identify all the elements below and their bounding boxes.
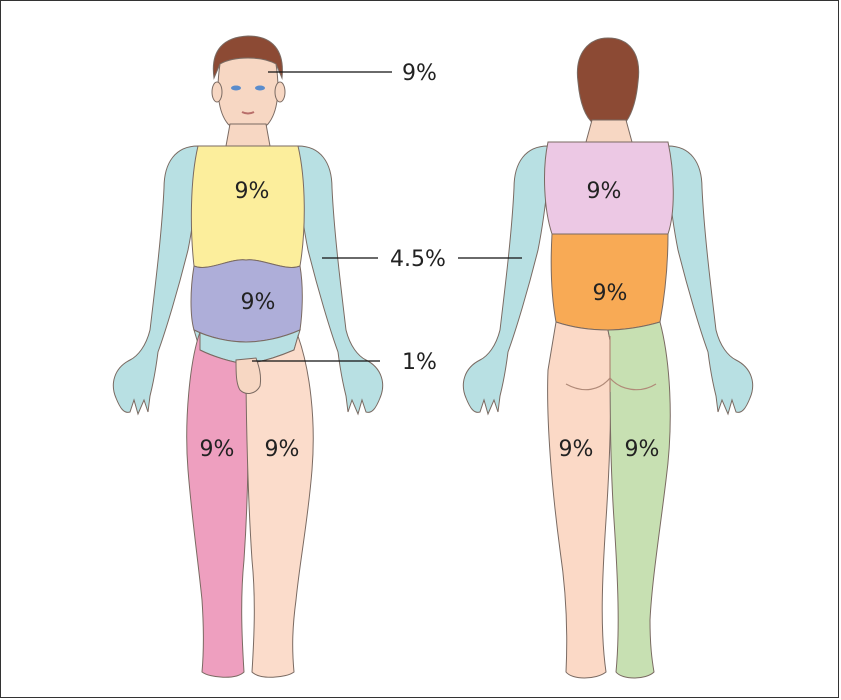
front-chest (191, 146, 304, 268)
label-back-upper: 9% (587, 179, 622, 204)
back-neck (586, 120, 632, 142)
label-front-head: 9% (402, 61, 437, 86)
label-front-chest: 9% (235, 179, 270, 204)
label-front-abdomen: 9% (241, 290, 276, 315)
label-front-arm: 4.5% (390, 247, 446, 272)
front-eye-right (231, 86, 241, 91)
label-front-genitals: 1% (402, 350, 437, 375)
front-arm-left (298, 146, 383, 414)
back-leg-right (608, 322, 670, 678)
back-arm-right (668, 146, 753, 414)
front-ear-right (212, 82, 222, 102)
front-genitals (236, 358, 261, 393)
label-front-leg-left: 9% (265, 437, 300, 462)
front-ear-left (275, 82, 285, 102)
label-front-leg-right: 9% (200, 437, 235, 462)
label-back-leg-left: 9% (559, 437, 594, 462)
label-back-lower: 9% (593, 281, 628, 306)
back-arm-left (463, 146, 548, 414)
front-arm-right (113, 146, 198, 414)
back-figure (463, 38, 752, 678)
front-head (218, 58, 278, 132)
back-leg-left (548, 322, 611, 678)
label-back-leg-right: 9% (625, 437, 660, 462)
front-eye-left (255, 86, 265, 91)
back-head (577, 38, 638, 124)
front-figure (113, 36, 382, 677)
front-neck (226, 124, 270, 146)
